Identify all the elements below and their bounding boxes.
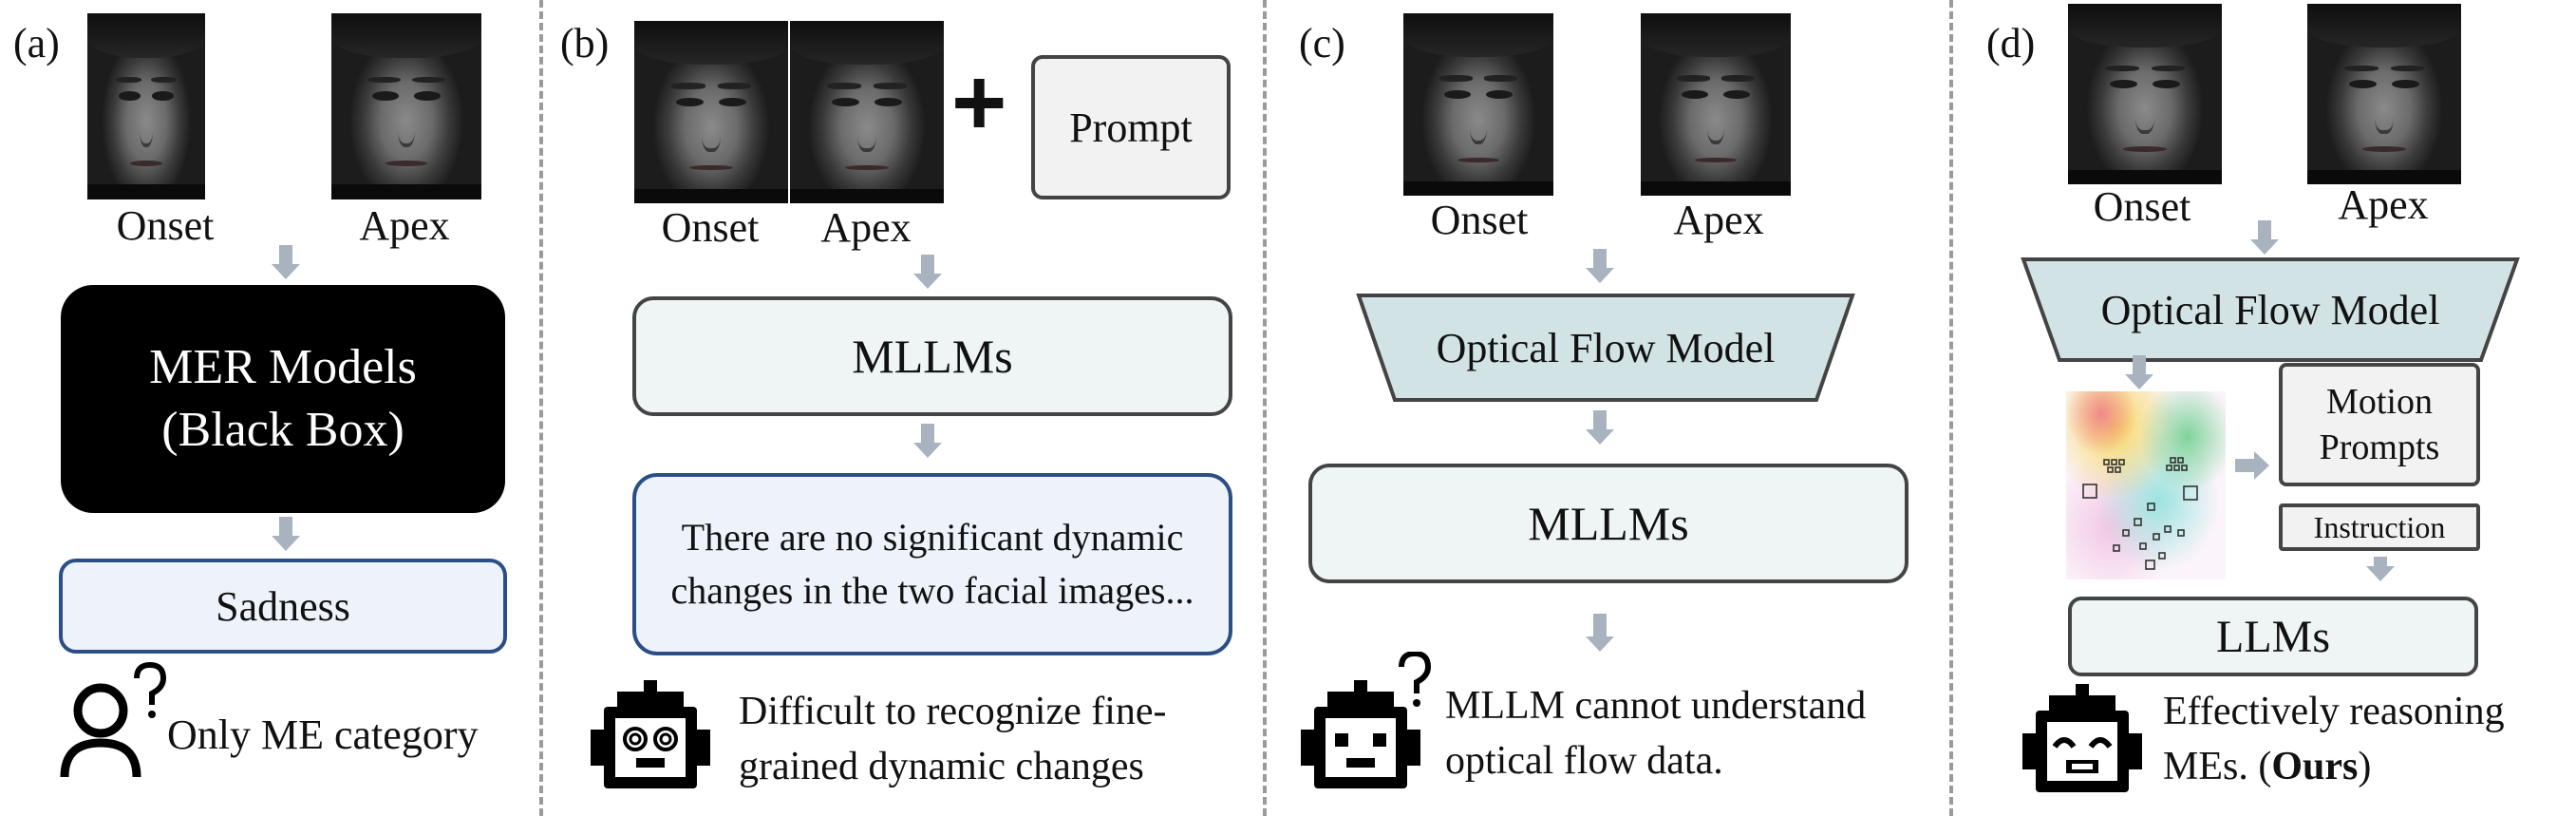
ours-label: Ours <box>2271 745 2359 788</box>
flow-arrow <box>1586 614 1614 652</box>
difficult-note-line2: grained dynamic changes <box>739 745 1144 788</box>
mllms-label: MLLMs <box>852 330 1013 383</box>
apex-face-image <box>790 21 944 203</box>
onset-caption: Onset <box>116 202 215 249</box>
plus-sign: + <box>951 49 1007 156</box>
panel-c-label: (c) <box>1299 20 1345 66</box>
onset-caption: Onset <box>1430 197 1529 243</box>
sadness-output-box: Sadness <box>59 559 507 654</box>
instruction-box: Instruction <box>2279 503 2480 551</box>
effective-note-suffix: ) <box>2358 745 2372 788</box>
mllm-note-line1: MLLM cannot understand <box>1445 684 1867 728</box>
flow-arrow <box>2366 557 2395 581</box>
onset-face-image <box>1403 13 1553 196</box>
divider-bc <box>1263 0 1267 816</box>
onset-face-image <box>2068 4 2222 184</box>
mllm-output-box: There are no significant dynamic changes… <box>632 473 1232 655</box>
mllm-cannot-understand-note: MLLM cannot understand optical flow data… <box>1445 678 1866 788</box>
flow-arrow <box>1586 410 1614 445</box>
effective-note-line2: MEs. (Ours) <box>2163 739 2505 794</box>
mllm-note-line2: optical flow data. <box>1445 739 1723 783</box>
panel-b-label: (b) <box>560 20 610 66</box>
instruction-label: Instruction <box>2313 509 2446 544</box>
prompt-box: Prompt <box>1031 55 1231 199</box>
optical-flow-model-label: Optical Flow Model <box>2100 286 2440 333</box>
motion-prompts-line1: Motion <box>2326 382 2433 422</box>
llms-label: LLMs <box>2216 611 2330 662</box>
apex-face-image <box>331 13 481 199</box>
panel-a-label: (a) <box>13 20 60 66</box>
flow-arrow <box>2250 220 2279 255</box>
mllms-box: MLLMs <box>632 296 1232 416</box>
difficult-note-line1: Difficult to recognize fine- <box>739 690 1167 733</box>
flow-arrow <box>1586 249 1614 283</box>
apex-caption: Apex <box>820 204 912 251</box>
apex-caption: Apex <box>359 202 450 249</box>
mer-models-black-box: MER Models (Black Box) <box>61 285 505 513</box>
optical-flow-map-icon <box>2066 391 2226 579</box>
optical-flow-model-trapezoid <box>1356 294 1855 402</box>
effective-note-line1: Effectively reasoning <box>2163 690 2505 733</box>
apex-face-image <box>1641 13 1791 196</box>
divider-cd <box>1949 0 1953 816</box>
apex-caption: Apex <box>2338 181 2429 228</box>
effective-reasoning-note: Effectively reasoning MEs. (Ours) <box>2163 684 2505 794</box>
llms-box: LLMs <box>2068 597 2478 676</box>
only-me-category-note: Only ME category <box>167 712 479 758</box>
robot-happy-icon <box>2022 684 2142 792</box>
robot-confused-icon <box>591 680 710 788</box>
mer-models-line2: (Black Box) <box>161 403 404 457</box>
mllms-label: MLLMs <box>1528 497 1689 550</box>
mllms-box: MLLMs <box>1308 464 1908 583</box>
apex-caption: Apex <box>1673 197 1764 243</box>
sadness-label: Sadness <box>216 582 350 630</box>
mllm-output-line1: There are no significant dynamic <box>681 516 1184 559</box>
flow-arrow <box>272 517 300 551</box>
mllm-output-line2: changes in the two facial images... <box>670 569 1194 612</box>
motion-prompts-box: Motion Prompts <box>2279 363 2480 486</box>
motion-prompts-line2: Prompts <box>2319 427 2440 467</box>
panel-d-label: (d) <box>1986 20 2036 66</box>
prompt-label: Prompt <box>1069 104 1193 151</box>
onset-face-image <box>87 13 205 199</box>
flow-arrow <box>272 245 300 279</box>
flow-arrow <box>913 424 942 458</box>
user-question-icon <box>60 661 167 778</box>
divider-ab <box>539 0 543 816</box>
flow-arrow <box>2125 355 2153 389</box>
onset-face-image <box>634 21 788 203</box>
robot-question-icon <box>1301 652 1432 788</box>
onset-caption: Onset <box>2093 183 2191 230</box>
optical-flow-model-trapezoid <box>2021 257 2520 362</box>
flow-arrow <box>913 255 942 289</box>
optical-flow-model-label: Optical Flow Model <box>1436 324 1776 371</box>
apex-face-image <box>2307 4 2461 184</box>
mer-models-line1: MER Models <box>149 340 417 394</box>
effective-note-prefix: MEs. ( <box>2163 745 2272 788</box>
flow-arrow <box>2235 451 2269 480</box>
difficult-note: Difficult to recognize fine- grained dyn… <box>739 684 1167 794</box>
onset-caption: Onset <box>661 204 760 251</box>
